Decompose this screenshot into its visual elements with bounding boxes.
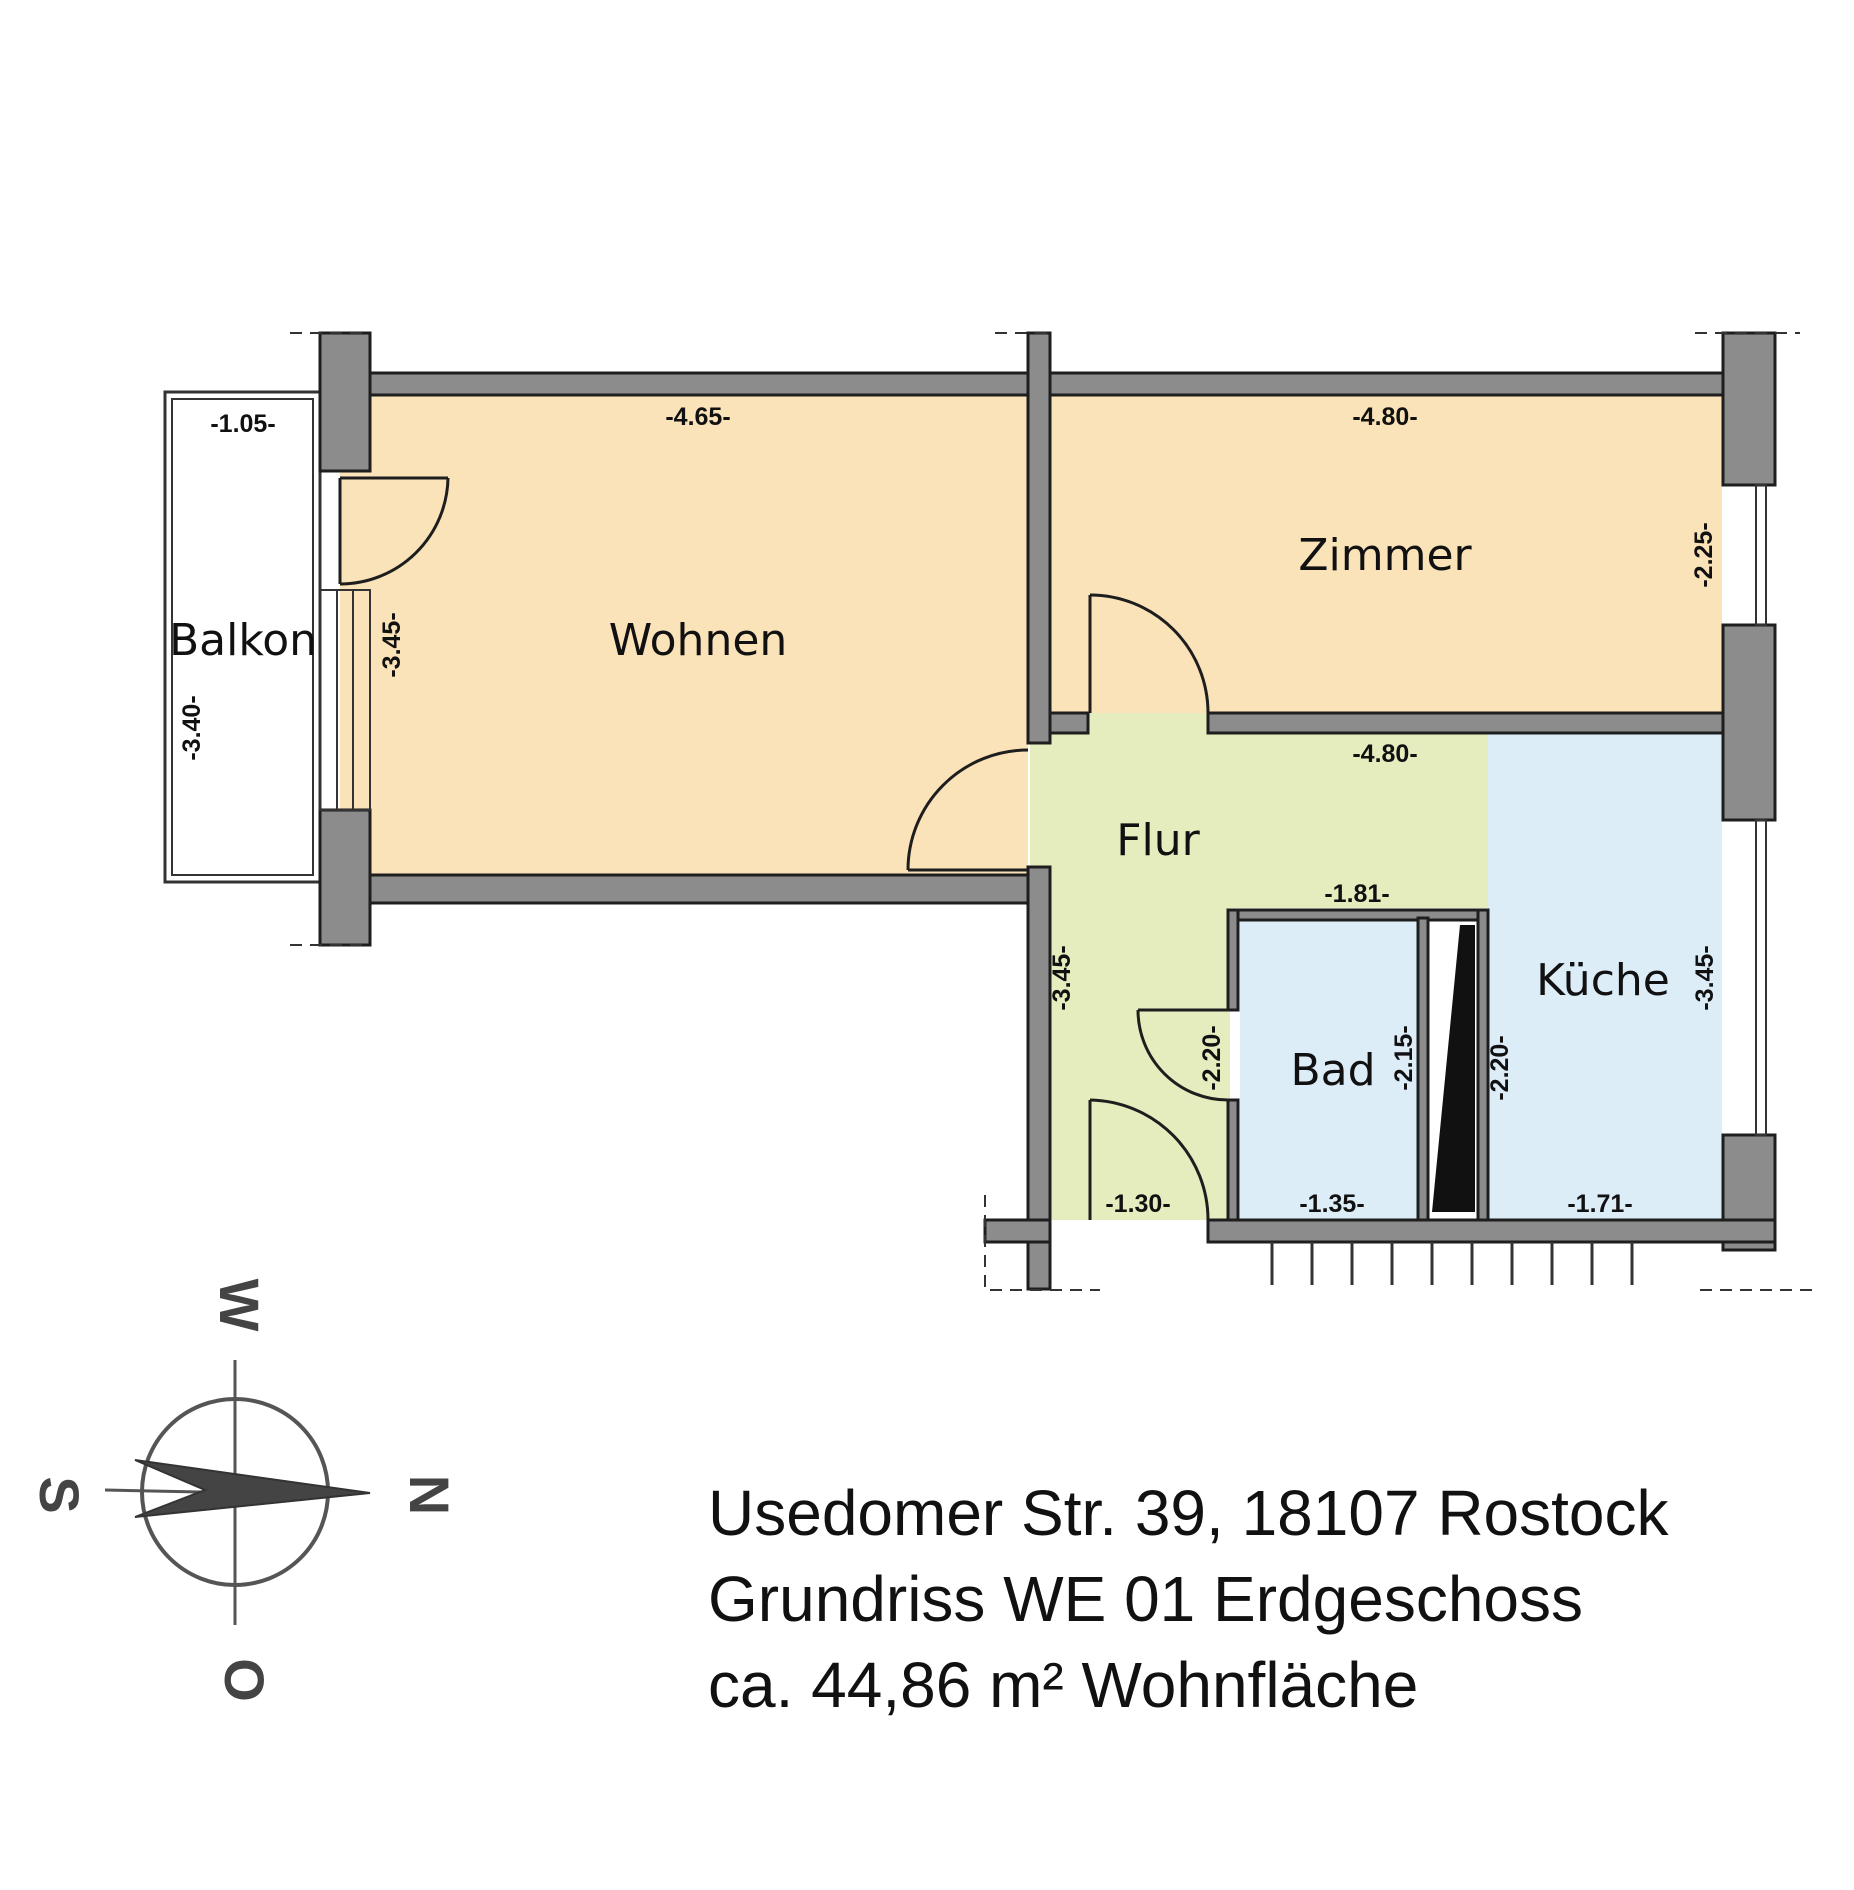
kueche-area <box>1488 733 1722 1220</box>
flur-area <box>1030 713 1488 1220</box>
dim-kueche-depth: -3.45- <box>1691 945 1719 1010</box>
dim-balkon-width: -1.05- <box>210 410 275 438</box>
dim-balkon-depth: -3.40- <box>178 695 206 760</box>
dim-flur-depth: -3.45- <box>1048 945 1076 1010</box>
zimmer-area <box>1048 395 1722 713</box>
walls <box>318 331 1777 1291</box>
dim-flur-width: -4.80- <box>1352 740 1417 768</box>
dim-bad-depth: -2.15- <box>1390 1025 1418 1090</box>
compass-needle-icon <box>134 1459 371 1518</box>
dim-flur-bottom: -1.30- <box>1105 1190 1170 1218</box>
room-label-balkon: Balkon <box>169 615 317 666</box>
plan-title-line: Grundriss WE 01 Erdgeschoss <box>708 1563 1583 1635</box>
dim-wohnen-depth: -3.45- <box>378 612 406 677</box>
area-line: ca. 44,86 m² Wohnfläche <box>708 1649 1419 1721</box>
dim-wohnen-width: -4.65- <box>665 403 730 431</box>
room-label-kueche: Küche <box>1536 955 1670 1006</box>
dim-bad-top: -1.81- <box>1324 880 1389 908</box>
dim-kueche-bottom: -1.71- <box>1567 1190 1632 1218</box>
dim-zimmer-width: -4.80- <box>1352 403 1417 431</box>
compass-east-letter: O <box>213 1658 276 1702</box>
dim-bad-left: -2.20- <box>1198 1025 1226 1090</box>
compass-west-letter: W <box>208 1279 271 1332</box>
address-line: Usedomer Str. 39, 18107 Rostock <box>708 1477 1669 1549</box>
dim-kueche-left: -2.20- <box>1486 1035 1514 1100</box>
room-label-bad: Bad <box>1290 1045 1375 1096</box>
compass-south-letter: S <box>28 1476 91 1513</box>
wohnen-area <box>340 395 1028 875</box>
compass: W N S O <box>28 1279 461 1702</box>
compass-north-letter: N <box>398 1475 461 1515</box>
dim-zimmer-depth: -2.25- <box>1690 522 1718 587</box>
room-label-zimmer: Zimmer <box>1298 530 1472 581</box>
apartment-info: Usedomer Str. 39, 18107 Rostock Grundris… <box>708 1470 1669 1728</box>
room-label-wohnen: Wohnen <box>609 615 788 666</box>
dim-bad-bottom: -1.35- <box>1299 1190 1364 1218</box>
balkon-area <box>163 390 322 884</box>
room-label-flur: Flur <box>1116 815 1200 866</box>
